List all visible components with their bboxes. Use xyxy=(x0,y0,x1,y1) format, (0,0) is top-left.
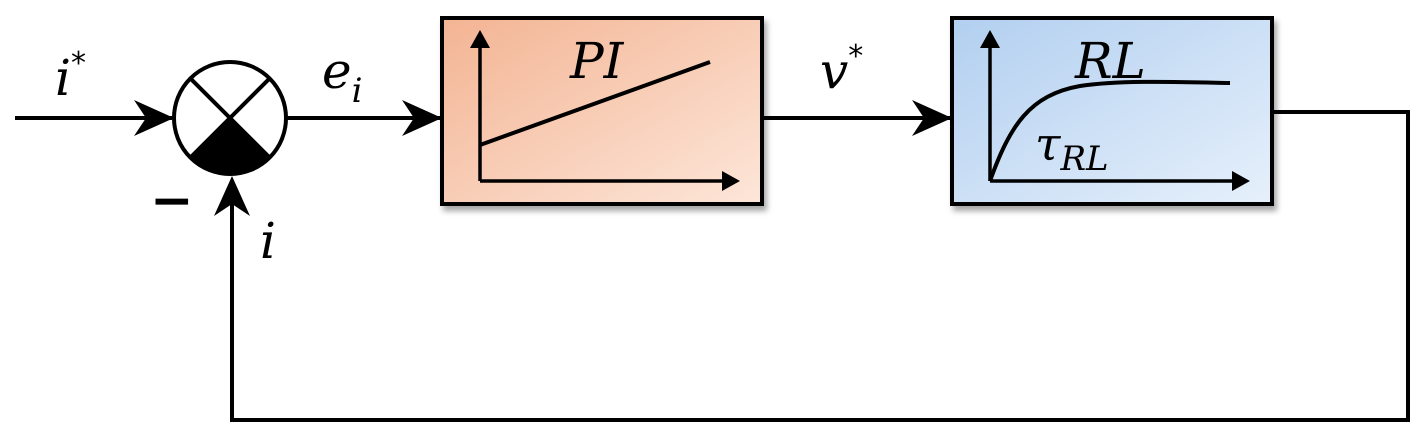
feedback-arrowhead xyxy=(214,176,250,216)
voltage-arrowhead xyxy=(912,100,952,136)
error-label: ei xyxy=(322,42,362,111)
rl-tau-label: τRL xyxy=(1035,117,1109,179)
feedback-label: i xyxy=(260,212,276,270)
pi-plot xyxy=(470,30,740,191)
rl-block xyxy=(950,16,1274,206)
input-arrowhead xyxy=(134,100,174,136)
error-arrowhead xyxy=(402,100,442,136)
rl-response-curve xyxy=(988,79,1231,182)
feedback-path xyxy=(230,110,1410,422)
voltage-label: v* xyxy=(820,39,863,100)
minus-sign: − xyxy=(150,171,194,231)
input-label: i* xyxy=(55,46,86,107)
pi-response-line xyxy=(479,60,711,147)
rl-title: RL xyxy=(1074,32,1146,90)
pi-title: PI xyxy=(569,32,625,90)
summing-junction xyxy=(172,60,288,176)
pi-block xyxy=(440,16,764,206)
rl-plot xyxy=(980,30,1250,191)
